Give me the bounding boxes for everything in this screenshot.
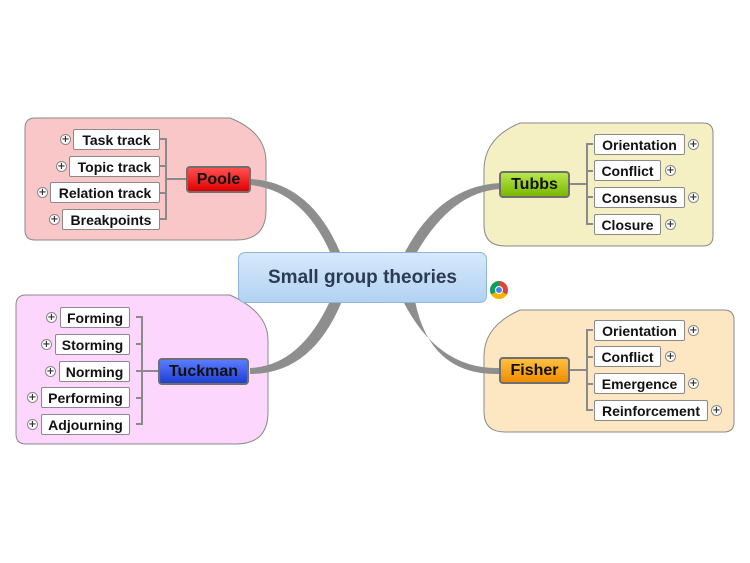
fisher-emergence[interactable]: Emergence xyxy=(594,373,685,394)
plus-expand-icon[interactable]: + xyxy=(688,192,699,203)
plus-expand-icon[interactable]: + xyxy=(49,214,60,225)
tubbs-closure[interactable]: Closure xyxy=(594,214,661,235)
tuckman-performing[interactable]: Performing xyxy=(41,387,130,408)
tubbs-consensus[interactable]: Consensus xyxy=(594,187,685,208)
chrome-icon xyxy=(490,281,508,299)
tuckman-adjourning[interactable]: Adjourning xyxy=(41,414,130,435)
branch-poole[interactable]: Poole xyxy=(186,166,251,193)
plus-expand-icon[interactable]: + xyxy=(37,187,48,198)
plus-expand-icon[interactable]: + xyxy=(688,378,699,389)
fisher-orientation[interactable]: Orientation xyxy=(594,320,685,341)
poole-relation-track[interactable]: Relation track xyxy=(50,182,160,203)
plus-expand-icon[interactable]: + xyxy=(711,405,722,416)
plus-expand-icon[interactable]: + xyxy=(45,366,56,377)
poole-breakpoints[interactable]: Breakpoints xyxy=(62,209,160,230)
tuckman-storming[interactable]: Storming xyxy=(55,334,130,355)
tubbs-conflict[interactable]: Conflict xyxy=(594,160,661,181)
central-topic[interactable]: Small group theories xyxy=(238,252,487,303)
plus-expand-icon[interactable]: + xyxy=(665,351,676,362)
plus-expand-icon[interactable]: + xyxy=(665,165,676,176)
main-connectors xyxy=(250,179,500,375)
tubbs-orientation[interactable]: Orientation xyxy=(594,134,685,155)
tuckman-forming[interactable]: Forming xyxy=(60,307,130,328)
poole-topic-track[interactable]: Topic track xyxy=(69,156,160,177)
plus-expand-icon[interactable]: + xyxy=(56,161,67,172)
plus-expand-icon[interactable]: + xyxy=(688,139,699,150)
plus-expand-icon[interactable]: + xyxy=(27,392,38,403)
poole-task-track[interactable]: Task track xyxy=(73,129,160,150)
plus-expand-icon[interactable]: + xyxy=(46,312,57,323)
branch-tuckman[interactable]: Tuckman xyxy=(158,358,249,385)
fisher-conflict[interactable]: Conflict xyxy=(594,346,661,367)
plus-expand-icon[interactable]: + xyxy=(665,219,676,230)
branch-fisher[interactable]: Fisher xyxy=(499,357,570,384)
branch-tubbs[interactable]: Tubbs xyxy=(499,171,570,198)
tuckman-norming[interactable]: Norming xyxy=(59,361,130,382)
fisher-reinforcement[interactable]: Reinforcement xyxy=(594,400,708,421)
plus-expand-icon[interactable]: + xyxy=(41,339,52,350)
plus-expand-icon[interactable]: + xyxy=(60,134,71,145)
plus-expand-icon[interactable]: + xyxy=(688,325,699,336)
bracket-connectors xyxy=(136,138,593,425)
plus-expand-icon[interactable]: + xyxy=(27,419,38,430)
